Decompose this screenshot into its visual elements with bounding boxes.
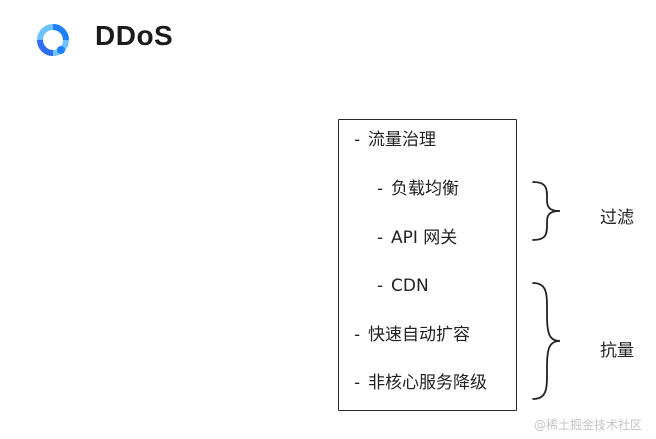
- dash-marker: -: [375, 228, 386, 248]
- dash-marker: -: [352, 373, 363, 393]
- list-item-api-gateway: -API 网关: [375, 228, 457, 248]
- filter-label: 过滤: [600, 208, 634, 228]
- watermark: @稀土掘金技术社区: [533, 418, 642, 432]
- list-item-label: CDN: [391, 276, 429, 296]
- resist-label: 抗量: [600, 341, 634, 361]
- list-item-label: 非核心服务降级: [368, 373, 487, 393]
- dash-marker: -: [352, 130, 363, 150]
- list-item-label: 快速自动扩容: [368, 325, 470, 345]
- list-item-label: 流量治理: [368, 130, 436, 150]
- list-item-traffic-governance: -流量治理: [352, 130, 436, 150]
- filter-brace: [532, 181, 561, 241]
- page-title: DDoS: [95, 20, 174, 51]
- dash-marker: -: [352, 325, 363, 345]
- resist-brace: [532, 282, 561, 400]
- dash-marker: -: [375, 179, 386, 199]
- dash-marker: -: [375, 276, 386, 296]
- list-item-label: API 网关: [391, 228, 458, 248]
- list-item-cdn: -CDN: [375, 276, 429, 296]
- list-item-label: 负载均衡: [391, 179, 459, 199]
- list-item-auto-scaling: -快速自动扩容: [352, 325, 470, 345]
- list-item-service-degradation: -非核心服务降级: [352, 373, 487, 393]
- juejin-logo-icon: [37, 24, 69, 56]
- list-box: [338, 119, 517, 411]
- list-item-load-balancing: -负载均衡: [375, 179, 459, 199]
